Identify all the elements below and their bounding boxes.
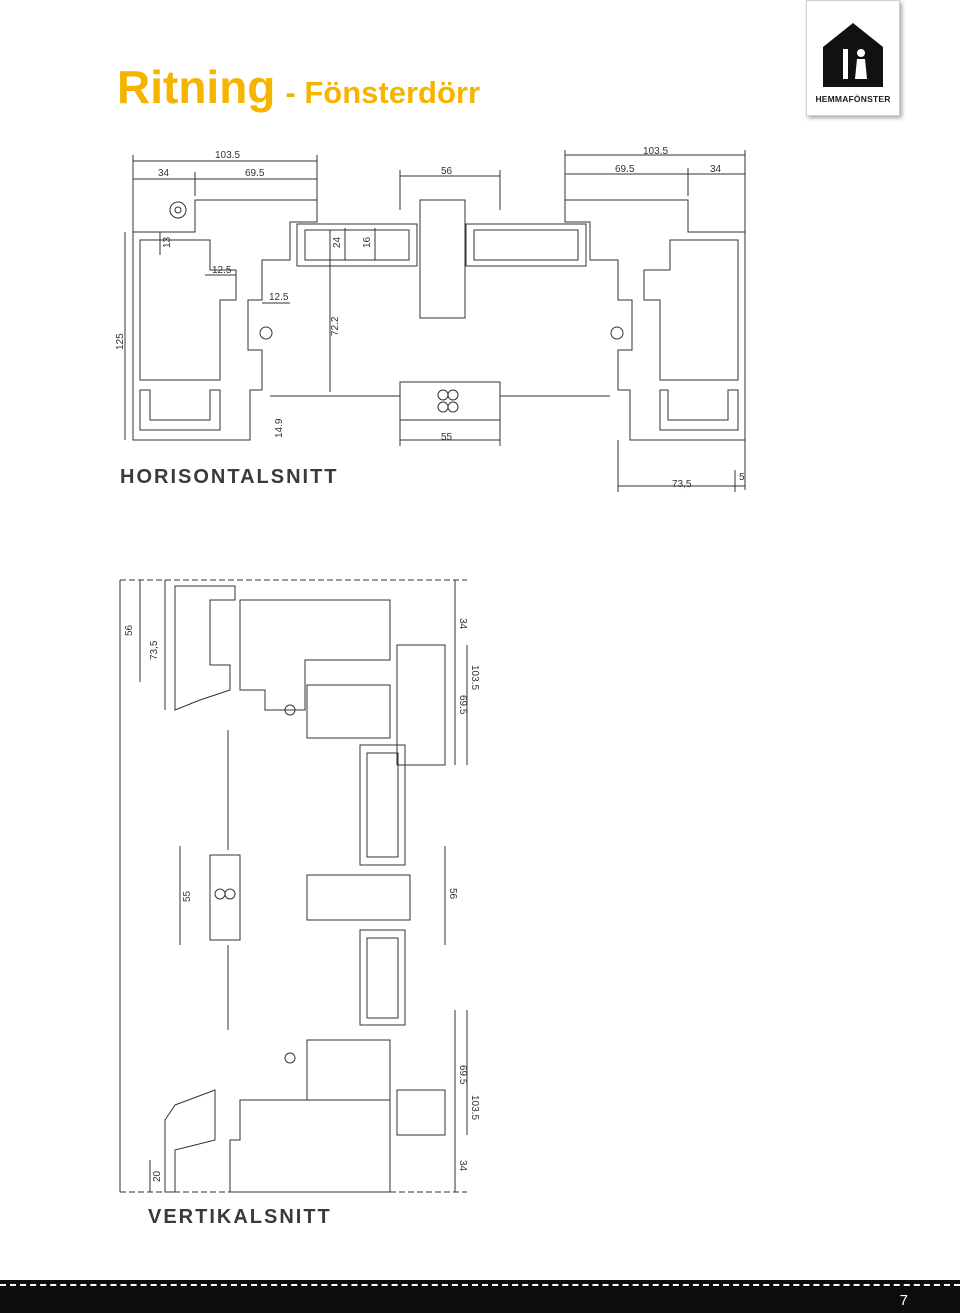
dim-12-5-a: 12.5 xyxy=(212,265,232,276)
page-number: 7 xyxy=(899,1292,908,1309)
v-dim-103-5-bot: 103.5 xyxy=(469,1095,480,1120)
dim-right-total: 103.5 xyxy=(643,146,668,157)
dim-left-total: 103.5 xyxy=(215,150,240,161)
page-title: Ritning - Fönsterdörr xyxy=(117,64,480,110)
v-dim-69-5-bot: 69.5 xyxy=(457,1065,468,1085)
dim-125: 125 xyxy=(115,333,126,350)
v-dim-69-5-top: 69.5 xyxy=(457,695,468,715)
vertical-section-drawing: 56 73,5 34 103.5 69.5 55 56 69.5 103.5 3… xyxy=(119,579,480,1193)
dim-14-9: 14.9 xyxy=(274,418,285,438)
brand-name: HEMMAFÖNSTER xyxy=(815,94,891,104)
v-dim-20: 20 xyxy=(152,1170,163,1182)
v-dim-55: 55 xyxy=(182,890,193,902)
house-icon xyxy=(823,23,883,87)
title-sub: - Fönsterdörr xyxy=(285,75,481,110)
footer-dashed-line xyxy=(0,1284,960,1286)
dim-72-2: 72.2 xyxy=(330,316,341,336)
dim-24: 24 xyxy=(332,236,343,248)
v-dim-34-top: 34 xyxy=(457,618,468,630)
dim-12-5-b: 12.5 xyxy=(269,292,289,303)
horizontal-section-drawing: 103.5 34 69.5 56 103.5 69.5 34 13 24 16 … xyxy=(115,146,746,492)
dim-13: 13 xyxy=(162,236,173,248)
dim-left-b: 69.5 xyxy=(245,168,265,179)
dim-73-5: 73,5 xyxy=(672,479,692,490)
dim-center-top: 56 xyxy=(441,166,453,177)
v-dim-56-mid: 56 xyxy=(447,888,458,900)
v-dim-103-5-top: 103.5 xyxy=(469,665,480,690)
horizontal-section-label: HORISONTALSNITT xyxy=(120,466,339,488)
title-main: Ritning xyxy=(117,61,276,113)
dim-55: 55 xyxy=(441,432,453,443)
dim-right-a: 69.5 xyxy=(615,164,635,175)
dim-right-b: 34 xyxy=(710,164,722,175)
page-footer: 7 xyxy=(0,1280,960,1313)
vertical-section-label: VERTIKALSNITT xyxy=(148,1206,332,1228)
v-dim-34-bot: 34 xyxy=(457,1160,468,1172)
v-dim-56-top: 56 xyxy=(124,624,135,636)
dim-16: 16 xyxy=(362,236,373,248)
dim-left-a: 34 xyxy=(158,168,170,179)
v-dim-73-5: 73,5 xyxy=(149,640,160,660)
dim-5: 5 xyxy=(739,472,745,483)
brand-logo: HEMMAFÖNSTER xyxy=(806,0,900,116)
